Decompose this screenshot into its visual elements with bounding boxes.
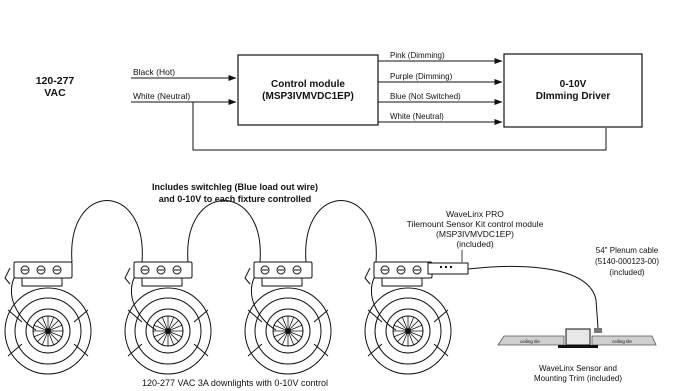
module-label-line2: Tilemount Sensor Kit control module bbox=[407, 219, 544, 229]
downlight-fixture bbox=[364, 261, 452, 375]
wavelinx-sensor-body bbox=[565, 328, 591, 346]
fixture-link-cable bbox=[71, 200, 143, 263]
plenum-cable-label-line1: 54" Plenum cable bbox=[596, 246, 659, 255]
installation-diagram: Includes switchleg (Blue load out wire) … bbox=[4, 182, 659, 388]
switchleg-note-line2: and 0-10V to each fixture controlled bbox=[159, 194, 312, 204]
white-neutral-output-label: White (Neutral) bbox=[390, 112, 444, 121]
source-voltage-line1: 120-277 bbox=[36, 75, 75, 87]
switchleg-note-line1: Includes switchleg (Blue load out wire) bbox=[152, 182, 318, 192]
sensor-control-module bbox=[427, 262, 469, 275]
downlight-fixture bbox=[244, 261, 332, 375]
black-hot-label: Black (Hot) bbox=[133, 67, 175, 77]
dimming-driver-title: 0-10V bbox=[560, 79, 587, 90]
blue-not-switched-label: Blue (Not Switched) bbox=[390, 92, 461, 101]
plenum-cable-label-line3: (included) bbox=[609, 268, 644, 277]
module-label-line4: (included) bbox=[456, 239, 493, 249]
neutral-bypass-wire bbox=[192, 102, 607, 151]
pink-dimming-label: Pink (Dimming) bbox=[390, 51, 445, 60]
fixture-link-cable bbox=[305, 200, 377, 263]
ceiling-tile-left-label: ceiling tile bbox=[520, 339, 540, 344]
plenum-cable-label-line2: (5140-000123-00) bbox=[595, 257, 659, 266]
module-connector-pins bbox=[440, 266, 452, 268]
dimming-driver-box bbox=[503, 53, 643, 128]
white-neutral-input-label: White (Neutral) bbox=[133, 91, 190, 101]
sensor-label-line2: Mounting Trim (included) bbox=[534, 374, 622, 383]
dimming-driver-subtitle: DImming Driver bbox=[536, 91, 611, 102]
purple-dimming-label: Purple (Dimming) bbox=[390, 72, 453, 81]
module-label-line1: WaveLinx PRO bbox=[446, 209, 504, 219]
downlight-fixture bbox=[4, 261, 92, 375]
downlights-caption: 120-277 VAC 3A downlights with 0-10V con… bbox=[142, 378, 328, 388]
ceiling-tile-right bbox=[591, 335, 657, 346]
sensor-label-line1: WaveLinx Sensor and bbox=[539, 364, 617, 373]
wiring-schematic: 120-277 VAC Black (Hot) White (Neutral) … bbox=[36, 51, 643, 151]
ceiling-tile-right-label: ceiling tile bbox=[612, 339, 632, 344]
control-module-part: (MSP3IVMVDC1EP) bbox=[262, 91, 354, 102]
plenum-cable bbox=[467, 265, 599, 329]
control-module-title: Control module bbox=[271, 79, 345, 90]
sensor-connector bbox=[594, 328, 602, 333]
control-module-box bbox=[237, 54, 379, 126]
sensor-mounting-trim bbox=[558, 345, 598, 348]
downlight-fixture bbox=[124, 261, 212, 375]
ceiling-tile-left bbox=[497, 335, 565, 346]
fixture-link-cable bbox=[187, 200, 261, 263]
source-voltage-line2: VAC bbox=[44, 87, 66, 99]
module-label-line3: (MSP3IVMVDC1EP) bbox=[436, 229, 514, 239]
